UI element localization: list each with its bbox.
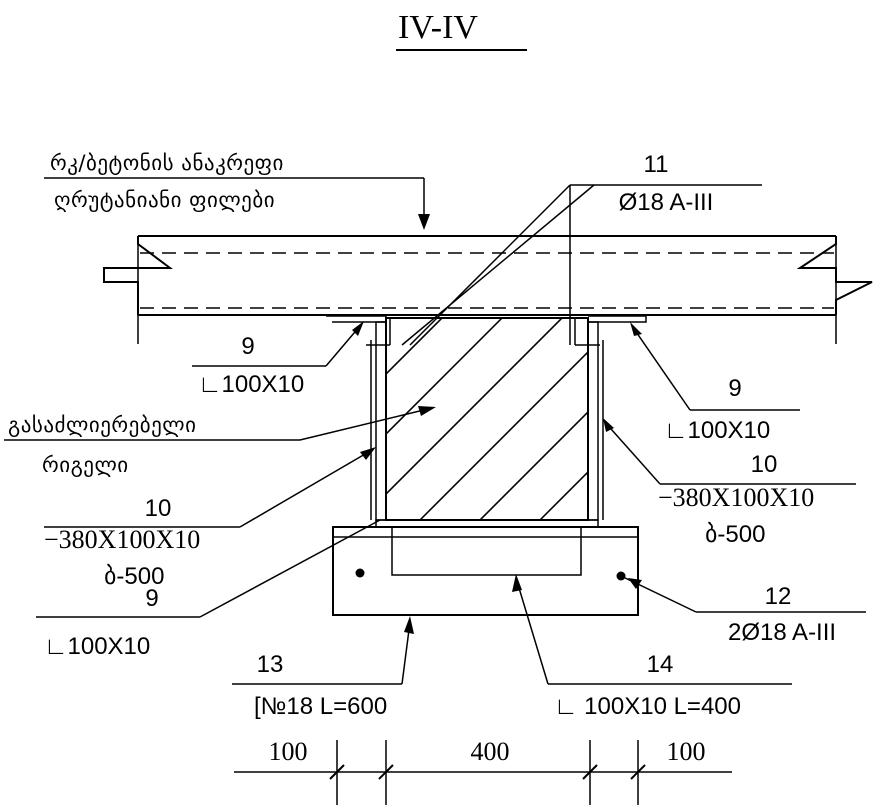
callout-10-right-arrow	[603, 418, 614, 432]
bottom-plate	[375, 519, 599, 528]
callout-9-right-number: 9	[728, 375, 741, 402]
callout-9-left-number: 9	[241, 333, 254, 360]
dimension-left: 100	[269, 737, 308, 766]
callout-13-arrow	[404, 616, 414, 634]
channel-outline	[332, 526, 639, 616]
callout-14-spec: ∟ 100X10 L=400	[554, 693, 741, 720]
callout-13-number: 13	[257, 651, 284, 678]
callout-10-left-leader	[239, 449, 373, 528]
dimension-right: 100	[667, 737, 706, 766]
callout-14-number: 14	[647, 651, 674, 678]
callout-11-spec: Ø18 A-III	[619, 189, 714, 216]
callout-9-right-arrow	[630, 322, 642, 336]
callout-12-arrow	[628, 578, 642, 589]
callout-9-left-arrow	[352, 321, 364, 336]
girder-leader-arrow	[418, 406, 436, 416]
right-side-plate	[587, 321, 599, 521]
rebar-dot-left	[355, 568, 365, 578]
callout-14-leader	[515, 577, 549, 685]
slab-label-line1: რკ/ბეტონის ანაკრეფი	[50, 151, 284, 175]
callout-10-right-grade: ბ-500	[705, 521, 765, 548]
callout-12-spec: 2Ø18 A-III	[728, 619, 836, 646]
girder-label-line2: რიგელი	[42, 453, 129, 477]
slab-leader-arrow	[418, 214, 430, 230]
callout-11-number: 11	[644, 151, 669, 178]
left-top-angle	[326, 315, 387, 323]
girder-outline	[385, 317, 589, 521]
callout-9-right-leader	[631, 325, 691, 411]
callout-10-right-number: 10	[751, 451, 778, 478]
right-top-angle	[588, 315, 647, 323]
dimension-center: 400	[471, 737, 510, 766]
dim-tick-2	[378, 764, 394, 780]
slab-label-line2: ღრუტანიანი ფილები	[54, 188, 275, 212]
inner-angle	[391, 526, 582, 576]
left-break-symbol	[103, 236, 173, 315]
callout-10-left-arrow	[360, 447, 376, 460]
right-break-symbol	[796, 236, 873, 315]
girder-hatching	[387, 319, 587, 519]
callout-9-bottom-leader	[199, 519, 381, 618]
callout-13-spec: [№18 L=600	[254, 693, 387, 720]
callout-14-arrow	[512, 574, 522, 592]
callout-10-right-spec: −380X100X10	[658, 483, 814, 512]
channel-support	[332, 526, 639, 616]
girder-leader	[299, 407, 433, 441]
callout-10-left-spec: −380X100X10	[44, 525, 200, 554]
section-title: IV-IV	[398, 9, 478, 46]
callout-10-left-number: 10	[145, 495, 172, 522]
callout-12-number: 12	[765, 583, 792, 610]
girder-label-line1: გასაძლიერებელი	[8, 413, 197, 437]
dim-tick-4	[630, 764, 646, 780]
callout-9-left-leader	[325, 325, 361, 367]
callout-11-leader-b	[401, 184, 595, 346]
callout-9-bottom-number: 9	[145, 585, 158, 612]
dim-tick-1	[329, 764, 345, 780]
callout-10-left-grade: ბ-500	[104, 563, 164, 590]
precast-slab	[103, 235, 873, 344]
callout-11-leader-a	[409, 184, 571, 346]
callout-9-right-spec: ∟100X10	[664, 417, 770, 444]
callout-9-left-spec: ∟100X10	[198, 371, 304, 398]
callout-9-bottom-spec: ∟100X10	[44, 633, 150, 660]
callout-10-right-leader	[602, 419, 661, 485]
dimension-chain: 100 400 100	[234, 737, 732, 805]
dim-tick-3	[582, 764, 598, 780]
